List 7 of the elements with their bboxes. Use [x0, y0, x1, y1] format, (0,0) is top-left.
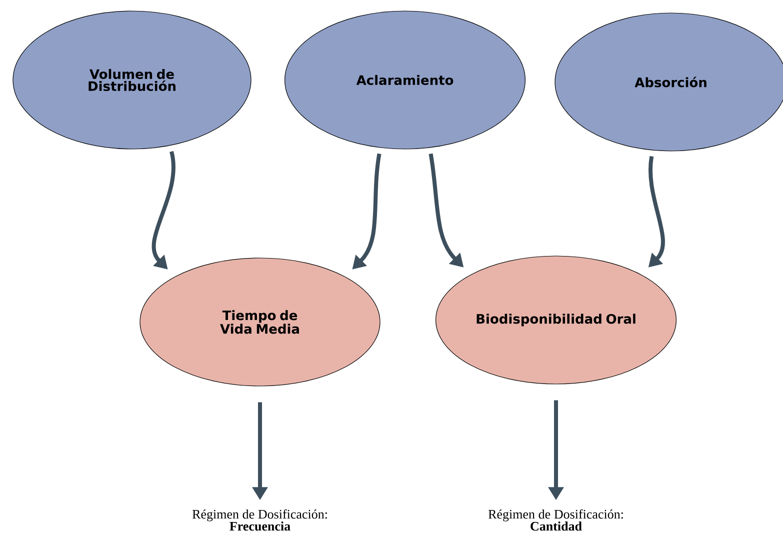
- ellipse-node: Biodisponibilidad Oral: [436, 256, 677, 384]
- caption-text: Régimen de Dosificación: Cantidad: [488, 509, 623, 531]
- ellipse-node: Aclaramiento: [284, 10, 526, 150]
- ellipse-node: Volumen de Distribución: [12, 10, 252, 150]
- ellipse-node: Absorción: [554, 12, 783, 152]
- caption-text: Régimen de Dosificación: Frecuencia: [192, 509, 327, 531]
- ellipse-node: Tiempo de Vida Media: [140, 258, 380, 386]
